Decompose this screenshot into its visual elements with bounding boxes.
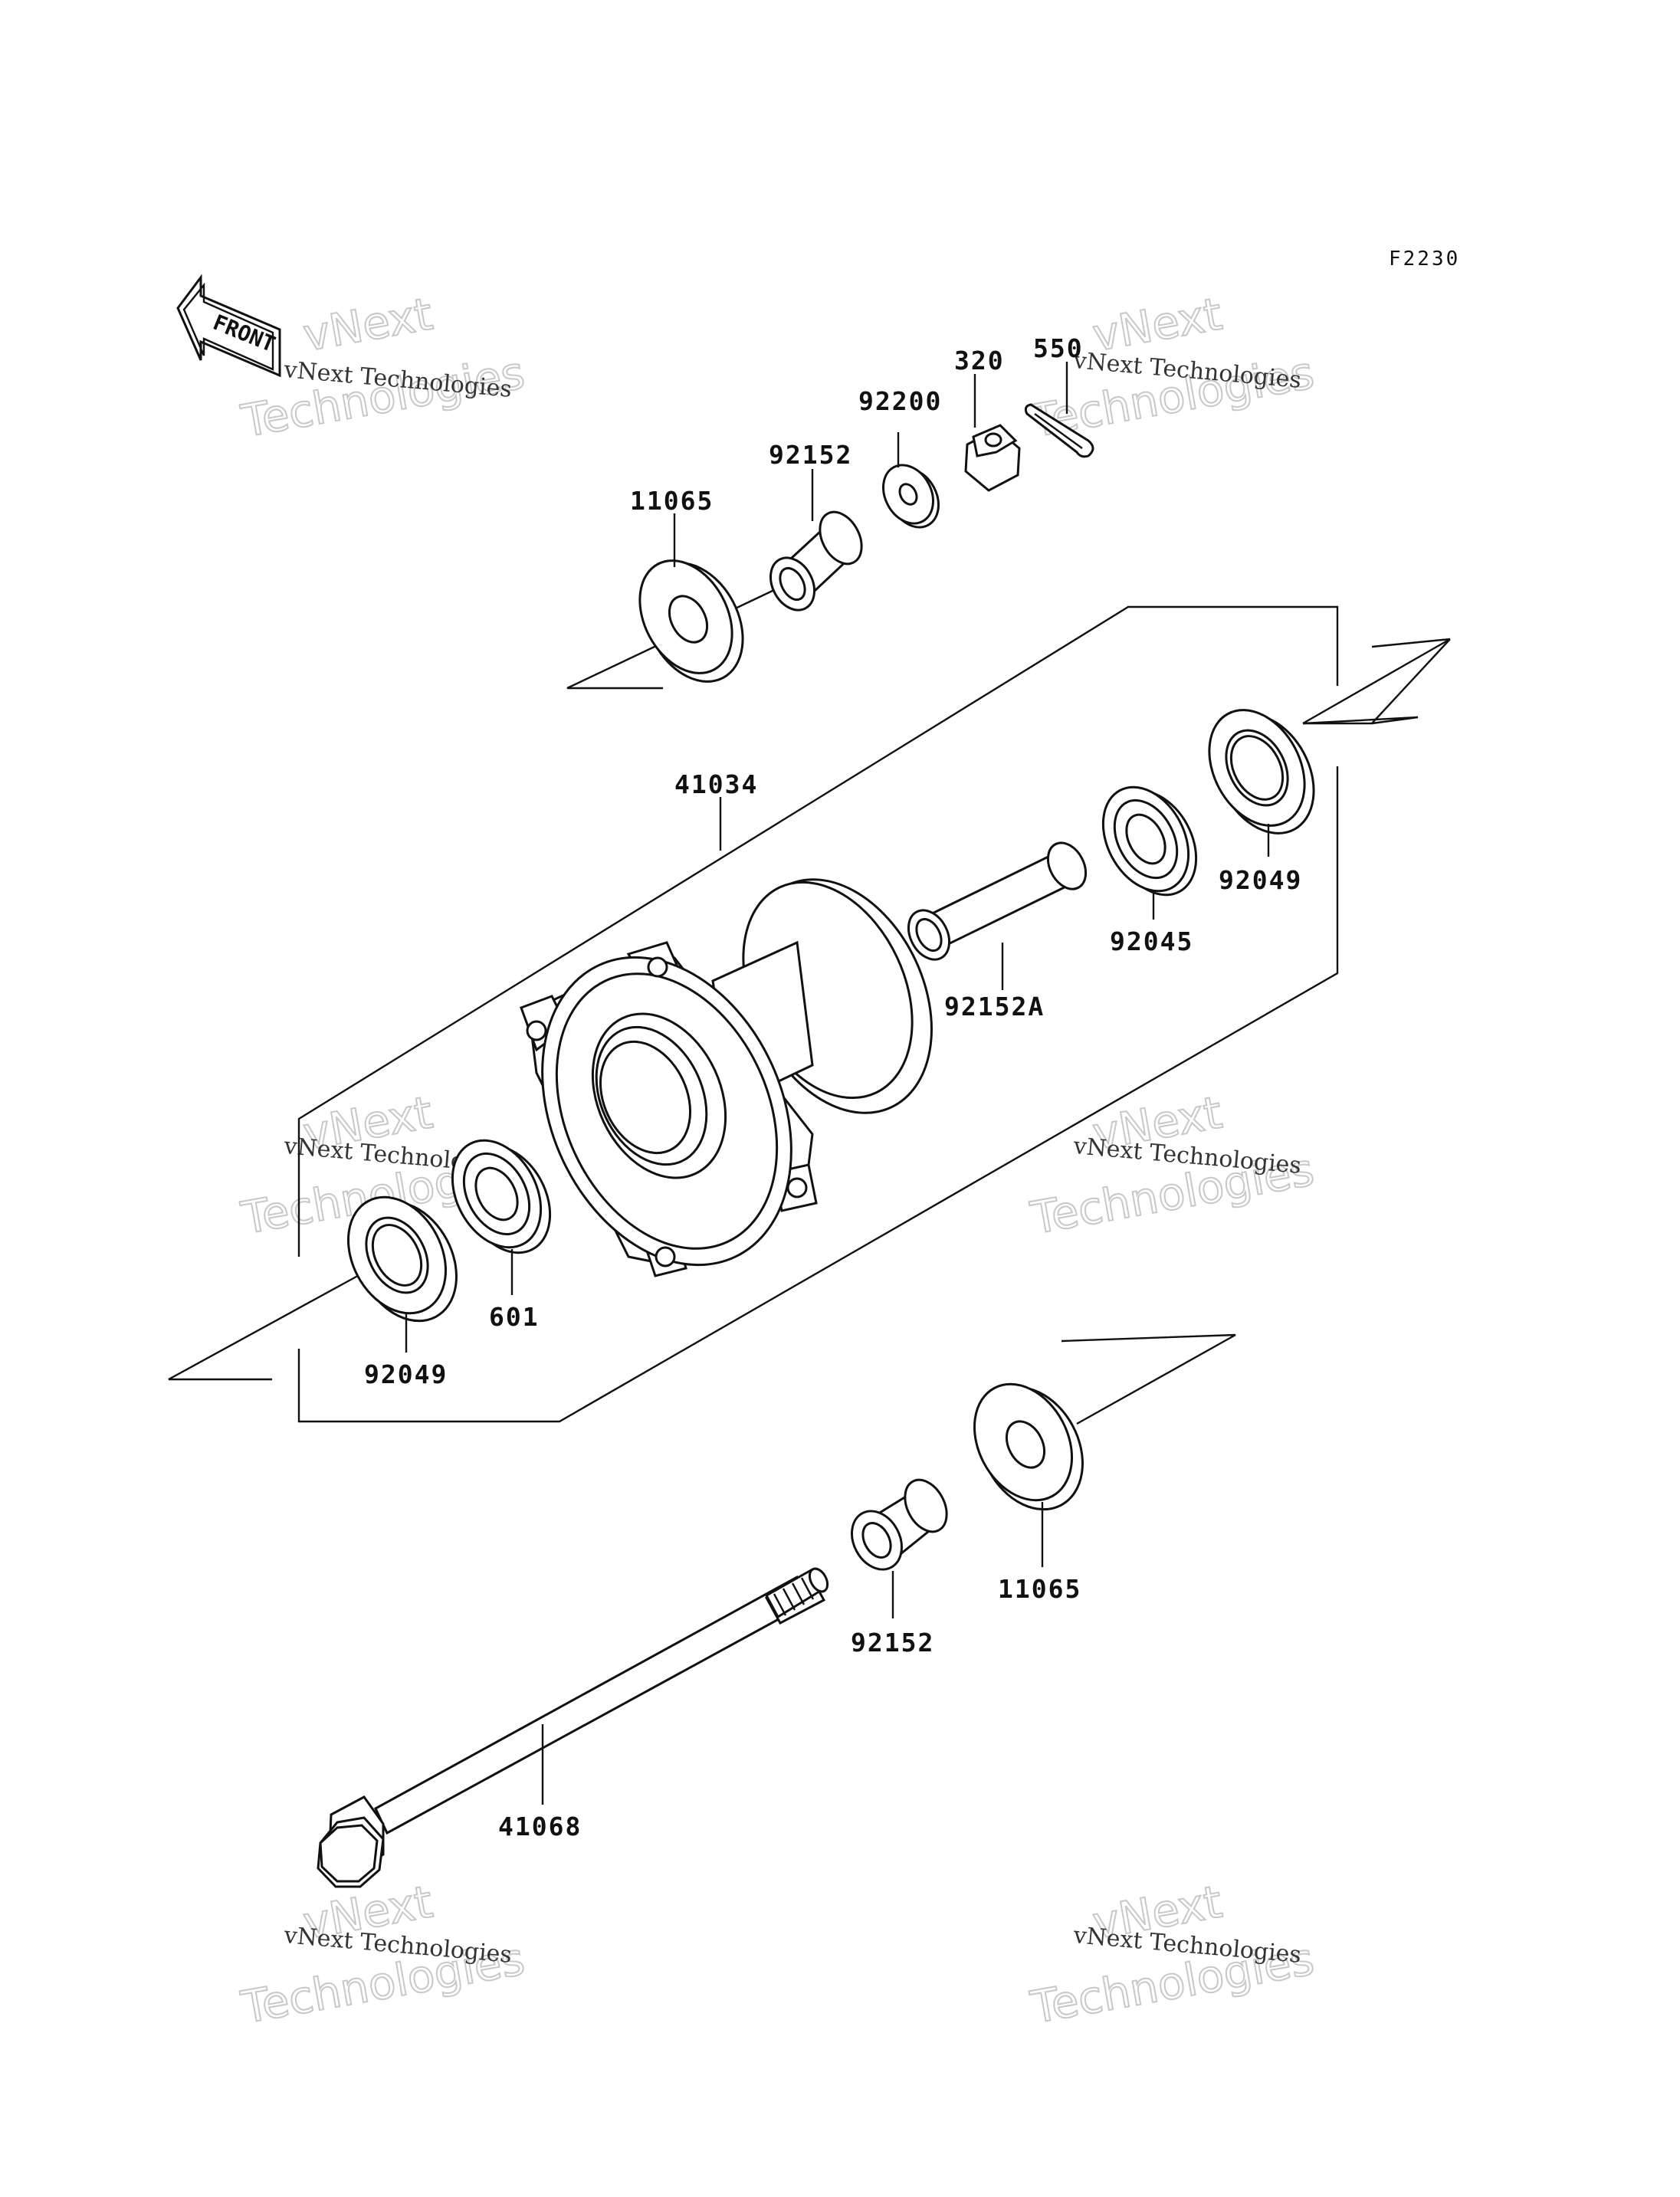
part-320-castle-nut[interactable]	[964, 424, 1021, 492]
front-arrow-icon: FRONT	[176, 274, 281, 378]
part-11065-top-collar[interactable]	[622, 545, 763, 699]
watermark-mid-right: vNext Technologies vNext Technologies	[1026, 1085, 1319, 1245]
label-92152-bottom: 92152	[851, 1628, 934, 1658]
part-601-left-bearing[interactable]	[435, 1125, 567, 1268]
part-labels: 11065 92152 92200 320 550 41034 92152A 9…	[364, 333, 1302, 1841]
label-11065-top: 11065	[630, 486, 714, 516]
hub-assembly-boundary	[297, 605, 1339, 1423]
watermark-top-left: vNext Technologies vNext Technologies	[237, 287, 530, 448]
label-92152-top: 92152	[769, 440, 852, 470]
part-41034-hub[interactable]	[494, 850, 967, 1306]
watermark-bottom-right: vNext Technologies vNext Technologies	[1026, 1874, 1319, 2035]
label-92049-left: 92049	[364, 1359, 448, 1389]
part-41068-axle[interactable]	[317, 1566, 831, 1888]
part-92045-right-bearing[interactable]	[1086, 772, 1213, 910]
part-92200-washer[interactable]	[874, 457, 949, 536]
label-92045: 92045	[1110, 926, 1193, 956]
label-11065-bottom: 11065	[998, 1574, 1081, 1604]
part-550-cotter-pin[interactable]	[1024, 403, 1094, 458]
part-92152-bottom-spacer[interactable]	[842, 1473, 955, 1578]
label-320: 320	[954, 346, 1005, 375]
part-92049-left-seal[interactable]	[329, 1180, 476, 1338]
label-550: 550	[1033, 333, 1084, 363]
label-92200: 92200	[858, 386, 942, 416]
part-92049-right-seal[interactable]	[1190, 694, 1334, 851]
watermark-bottom-left: vNext Technologies vNext Technologies	[237, 1874, 530, 2035]
part-11065-bottom-collar[interactable]	[955, 1367, 1103, 1527]
label-601: 601	[489, 1302, 540, 1332]
watermark-top-right: vNext Technologies vNext Technologies	[1026, 287, 1319, 448]
label-92152A: 92152A	[944, 992, 1045, 1021]
part-92152A-long-spacer[interactable]	[901, 836, 1094, 966]
label-41068: 41068	[498, 1812, 582, 1841]
figure-code: F2230	[1389, 248, 1460, 271]
leader-lines	[405, 362, 1270, 1805]
label-41034: 41034	[674, 769, 758, 799]
part-92152-top-spacer[interactable]	[762, 505, 870, 618]
label-92049-right: 92049	[1219, 865, 1302, 895]
svg-text:vNext: vNext	[300, 287, 437, 361]
